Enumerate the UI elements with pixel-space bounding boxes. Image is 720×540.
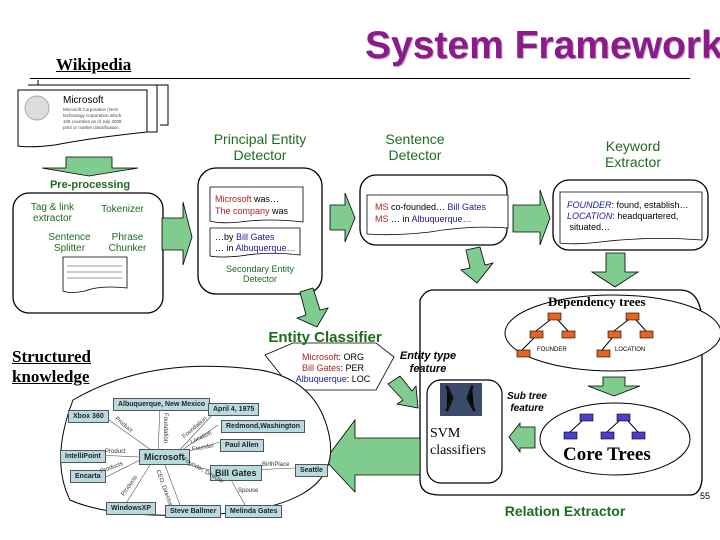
wiki-article-title: Microsoft (63, 95, 104, 106)
relation-extractor-title: Relation Extractor (504, 503, 626, 519)
kg-relation: Spouse (238, 488, 259, 494)
kg-relation: Foundation (162, 412, 169, 444)
arrow-diag-icon (295, 287, 329, 328)
preprocessing-title: Pre-processing (49, 179, 131, 191)
kg-relation: BirthPlace (262, 462, 290, 468)
sentence-detector-title: Sentence Detector (385, 131, 445, 163)
kg-center-node: Microsoft (139, 449, 190, 465)
preprocessing-item: Tag & link extractor (30, 202, 75, 224)
principal-entity-detector-title: Principal Entity Detector (213, 131, 307, 163)
preprocessing-item: Phrase Chunker (108, 232, 147, 254)
kg-relation: Product (105, 449, 126, 455)
preprocessing-item: Sentence Splitter (48, 232, 91, 254)
title-divider (30, 78, 690, 79)
doc-paper (62, 256, 128, 293)
kg-node: Encarta (70, 470, 106, 483)
wikipedia-label: Wikipedia (56, 55, 132, 74)
sentence-detector-text: MS co-founded… Bill Gates MS … in Albuqu… (375, 202, 487, 224)
kg-node: Redmond,Washington (221, 420, 306, 433)
arrow-diag-icon (387, 375, 419, 409)
dependency-tree-founder (516, 312, 576, 358)
svm-classifiers-label: SVM classifiers (430, 426, 486, 458)
arrow-down-icon (587, 376, 641, 397)
secondary-entity-detector-title: Secondary Entity Detector (225, 264, 295, 284)
wiki-page-front (17, 89, 148, 148)
wiki-article-snippet: Microsoft Corporation (NAS technology co… (63, 107, 122, 130)
kg-node: Albuquerque, New Mexico (113, 398, 211, 411)
kg-node: Seattle (295, 464, 328, 477)
keyword-extractor-title: Keyword Extractor (604, 138, 661, 170)
arrow-down-icon (41, 156, 139, 177)
secondary-entity-text: …by Bill Gates … in Albuquerque… (215, 232, 296, 253)
arrow-right-icon (512, 189, 551, 246)
arrow-right-icon (161, 201, 193, 266)
kg-node: IntelliPoint (60, 450, 106, 463)
arrow-diag-icon (460, 246, 495, 284)
keyword-extractor-text: FOUNDER: found, establish… LOCATION: hea… (567, 200, 689, 232)
page-number: 55 (700, 491, 711, 501)
tree-label-location: LOCATION (615, 347, 646, 353)
entity-classifier-title: Entity Classifier (268, 329, 382, 346)
entity-type-feature-label: Entity type feature (399, 350, 457, 375)
wiki-page-back (37, 80, 169, 126)
kg-node: Steve Ballmer (165, 505, 222, 518)
arrow-down-icon (590, 252, 640, 288)
tree-label-founder: FOUNDER (537, 347, 567, 353)
dependency-trees-label: Dependency trees (548, 294, 646, 309)
kg-node: Paul Allen (220, 439, 264, 452)
core-trees-ellipse (539, 402, 691, 476)
kg-node: WindowsXP (106, 502, 156, 515)
arrow-left-icon (508, 421, 536, 454)
arrow-right-icon (329, 192, 356, 243)
arrow-left-big-icon (324, 418, 421, 494)
kg-node: Melinda Gates (225, 505, 283, 518)
wikipedia-globe-icon (24, 95, 50, 121)
kg-node: April 4, 1975 (208, 403, 260, 416)
slide-title: System Framework (365, 24, 720, 67)
core-tree-nodes (563, 413, 646, 440)
core-trees-label: Core Trees (563, 444, 651, 465)
dependency-tree-location (596, 312, 654, 358)
principal-entity-text: Microsoft was… The company was (215, 194, 289, 216)
kg-node: Bill Gates (210, 465, 262, 481)
kg-node: Xbox 360 (68, 410, 109, 423)
sub-tree-feature-label: Sub tree feature (506, 391, 547, 414)
preprocessing-item: Tokenizer (101, 204, 144, 215)
entity-classifier-list: Microsoft: ORG Bill Gates: PER Albuquerq… (295, 352, 371, 384)
structured-knowledge-label: Structured knowledge (12, 347, 92, 386)
